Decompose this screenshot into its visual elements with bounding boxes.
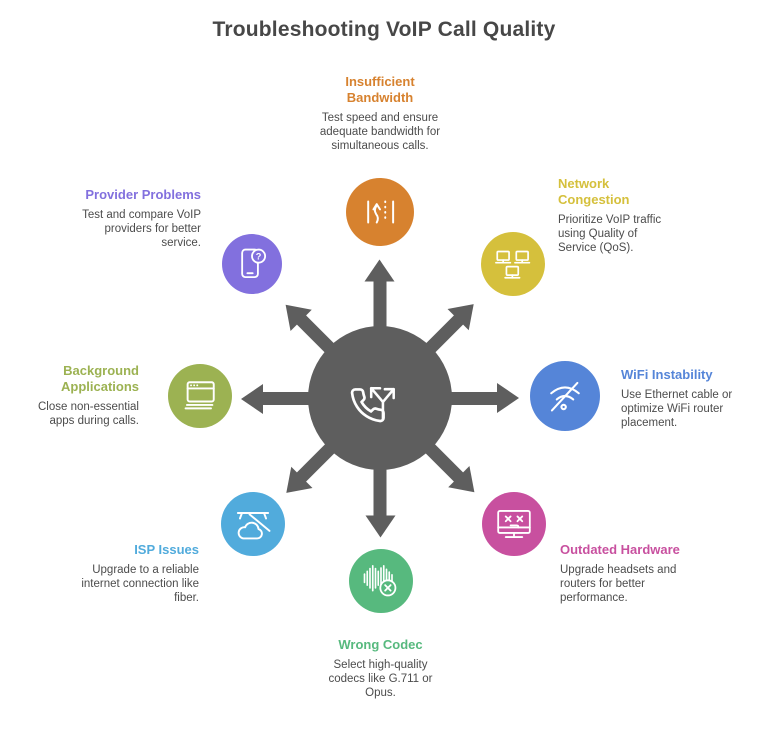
spoke-label: Background Applications <box>60 363 139 394</box>
spoke-network-congestion: Network Congestion Prioritize VoIP traff… <box>558 176 678 255</box>
wifi-off-icon <box>530 361 600 431</box>
spoke-label: Outdated Hardware <box>560 542 680 557</box>
spoke-description: Close non-essential apps during calls. <box>37 401 139 427</box>
phone-question-icon: ? <box>222 234 282 294</box>
spoke-description: Prioritize VoIP traffic using Quality of… <box>558 214 662 254</box>
spoke-insufficient-bandwidth: Insufficient Bandwidth Test speed and en… <box>290 74 470 153</box>
spoke-outdated-hardware: Outdated Hardware Upgrade headsets and r… <box>560 542 712 605</box>
spoke-label: WiFi Instability <box>621 367 713 382</box>
spoke-label: Wrong Codec <box>338 637 423 652</box>
spoke-isp-issues: ISP Issues Upgrade to a reliable interne… <box>29 542 199 605</box>
spoke-description: Test speed and ensure adequate bandwidth… <box>319 112 441 152</box>
spoke-wifi-instability: WiFi Instability Use Ethernet cable or o… <box>621 367 753 430</box>
spoke-background-applications: Background Applications Close non-essent… <box>4 363 139 428</box>
svg-text:?: ? <box>256 251 262 261</box>
spoke-label: Provider Problems <box>85 187 201 202</box>
page-title: Troubleshooting VoIP Call Quality <box>212 18 556 41</box>
dead-monitor-icon <box>482 492 546 556</box>
cloud-disconnect-icon <box>221 492 285 556</box>
spoke-description: Select high-quality codecs like G.711 or… <box>328 659 433 699</box>
spoke-provider-problems: Provider Problems Test and compare VoIP … <box>56 187 201 250</box>
spoke-wrong-codec: Wrong Codec Select high-quality codecs l… <box>293 637 468 700</box>
spoke-label: Network Congestion <box>558 176 630 207</box>
spoke-label: Insufficient Bandwidth <box>345 74 415 105</box>
waveform-x-icon <box>349 549 413 613</box>
spoke-label: ISP Issues <box>134 542 199 557</box>
spoke-description: Use Ethernet cable or optimize WiFi rout… <box>621 389 733 429</box>
spoke-description: Upgrade to a reliable internet connectio… <box>81 564 199 604</box>
bandwidth-lanes-icon <box>346 178 414 246</box>
spoke-description: Upgrade headsets and routers for better … <box>560 564 677 604</box>
central-hub <box>308 326 452 470</box>
browser-windows-icon <box>168 364 232 428</box>
spoke-description: Test and compare VoIP providers for bett… <box>82 209 201 249</box>
network-computers-icon <box>481 232 545 296</box>
phone-split-arrows-icon <box>337 355 423 441</box>
